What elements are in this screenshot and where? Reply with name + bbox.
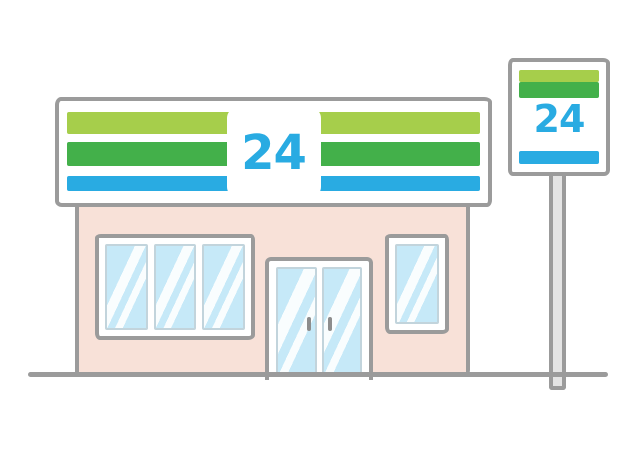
right-window (385, 234, 449, 334)
sign-pole (549, 174, 566, 390)
window-pane (105, 244, 148, 330)
door-handle (306, 317, 311, 331)
ground-line (28, 372, 608, 377)
door-left-panel (276, 267, 317, 376)
pole-sign-stripe-blue (519, 151, 599, 164)
door-handle (327, 317, 332, 331)
entrance-door (265, 257, 373, 380)
fascia-24-badge: 24 (226, 108, 321, 197)
window-pane (395, 244, 439, 324)
pole-sign: 24 (508, 58, 610, 176)
window-pane (202, 244, 246, 330)
left-window (95, 234, 255, 340)
store-fascia-sign: 24 (55, 97, 492, 207)
pole-sign-stripe-lightgreen (519, 70, 599, 82)
fascia-24-label: 24 (241, 124, 307, 181)
window-pane (153, 244, 197, 330)
door-right-panel (321, 267, 362, 376)
pole-sign-24-label: 24 (533, 97, 586, 141)
pole-sign-stripe-green (519, 82, 599, 98)
store-building (75, 200, 470, 380)
